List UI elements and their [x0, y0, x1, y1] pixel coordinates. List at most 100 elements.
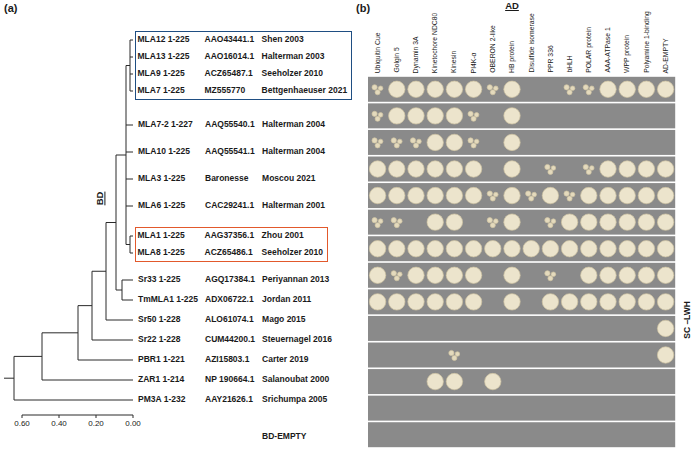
- yeast-colony: [465, 241, 481, 257]
- yeast-colony: [389, 108, 405, 124]
- yeast-colony: [638, 81, 654, 97]
- yeast-colony: [389, 241, 405, 257]
- yeast-colony: [561, 241, 577, 257]
- yeast-colony: [394, 223, 399, 228]
- yeast-colony: [375, 223, 380, 228]
- yeast-colony: [619, 187, 635, 203]
- yeast-colony: [408, 81, 424, 97]
- plate-strip: [368, 157, 675, 182]
- yeast-colony: [561, 214, 577, 230]
- plate-strip: [368, 236, 675, 261]
- protein-label: MLA9 1-225: [138, 69, 185, 79]
- spot-panel: [368, 77, 675, 447]
- branch-line: [92, 271, 106, 272]
- tree-branches: [4, 40, 133, 400]
- reference-label: Periyannan 2013: [262, 275, 329, 285]
- reference-label: Shen 2003: [262, 35, 304, 45]
- yeast-colony: [408, 161, 424, 177]
- protein-label: MLA7-2 1-227: [138, 120, 193, 130]
- protein-label: MLA12 1-225: [138, 35, 190, 45]
- yeast-colony: [446, 134, 462, 150]
- plate-strip: [368, 343, 675, 368]
- yeast-colony: [490, 196, 495, 201]
- yeast-colony: [394, 143, 399, 148]
- branch-line: [130, 74, 133, 75]
- yeast-colony: [446, 81, 462, 97]
- yeast-colony: [600, 294, 616, 310]
- yeast-colony: [600, 214, 616, 230]
- yeast-colony: [427, 134, 443, 150]
- protein-label: PM3A 1-232: [138, 395, 185, 405]
- yeast-colony: [581, 187, 597, 203]
- yeast-colony: [487, 218, 492, 223]
- yeast-colony: [408, 187, 424, 203]
- yeast-colony: [600, 161, 616, 177]
- branch-line: [116, 290, 122, 291]
- accession-label: CAC29241.1: [205, 201, 254, 211]
- yeast-colony: [657, 241, 673, 257]
- yeast-colony: [619, 161, 635, 177]
- yeast-colony: [542, 241, 558, 257]
- protein-label: MLA8 1-225: [138, 248, 185, 258]
- yeast-colony: [548, 223, 553, 228]
- yeast-colony: [369, 267, 385, 283]
- yeast-colony: [465, 187, 481, 203]
- yeast-colony: [485, 241, 501, 257]
- yeast-colony: [583, 85, 588, 90]
- yeast-colony: [372, 218, 377, 223]
- yeast-colony: [619, 267, 635, 283]
- panel-letter: (b): [356, 2, 370, 15]
- plate-strip: [368, 210, 675, 235]
- yeast-colony: [465, 161, 481, 177]
- scale-number: 0.20: [88, 419, 104, 428]
- reference-label: Halterman 2003: [262, 52, 325, 62]
- scale-number: 0.00: [125, 419, 141, 428]
- yeast-colony: [504, 81, 520, 97]
- yeast-colony: [657, 81, 673, 97]
- yeast-colony: [581, 267, 597, 283]
- plate-strip: [368, 183, 675, 208]
- yeast-colony: [545, 271, 550, 276]
- branch-line: [78, 305, 92, 306]
- column-header: AD-EMPTY: [662, 38, 670, 73]
- yeast-colony: [583, 164, 588, 169]
- yeast-colony: [487, 191, 492, 196]
- protein-label: Sr50 1-228: [138, 315, 181, 325]
- reference-label: Halterman 2001: [262, 201, 325, 211]
- yeast-colony: [561, 294, 577, 310]
- yeast-colony: [504, 241, 520, 257]
- yeast-colony: [567, 196, 572, 201]
- yeast-colony: [391, 271, 396, 276]
- reference-label: Srichumpa 2005: [262, 395, 327, 405]
- axis-title: AD: [505, 1, 519, 12]
- yeast-colony: [485, 373, 501, 389]
- plate-strip: [368, 130, 675, 155]
- plate-strip: [368, 77, 675, 102]
- column-header: Golgin 5: [393, 48, 401, 73]
- panel-letter: (a): [4, 2, 17, 15]
- column-header: Ubiquitin Cue: [374, 32, 382, 73]
- yeast-colony: [638, 214, 654, 230]
- accession-label: AAG37356.1: [205, 231, 255, 241]
- yeast-colony: [427, 241, 443, 257]
- yeast-colony: [581, 294, 597, 310]
- branch-line: [130, 40, 131, 91]
- yeast-colony: [427, 373, 443, 389]
- yeast-colony: [657, 347, 673, 363]
- yeast-colony: [504, 161, 520, 177]
- yeast-colony: [389, 161, 405, 177]
- yeast-colony: [372, 138, 377, 143]
- reference-label: Halterman 2004: [262, 147, 325, 157]
- axis-title: BD: [96, 191, 107, 205]
- yeast-colony: [638, 241, 654, 257]
- yeast-colony: [446, 187, 462, 203]
- branch-line: [42, 332, 78, 333]
- yeast-colony: [657, 267, 673, 283]
- plate-strip: [368, 422, 675, 447]
- column-header: AAA-ATPase 1: [604, 28, 612, 73]
- yeast-colony: [408, 108, 424, 124]
- protein-label: MLA13 1-225: [138, 52, 190, 62]
- column-header: Disulfide isomerase: [527, 14, 535, 73]
- yeast-colony: [619, 81, 635, 97]
- yeast-colony: [548, 276, 553, 281]
